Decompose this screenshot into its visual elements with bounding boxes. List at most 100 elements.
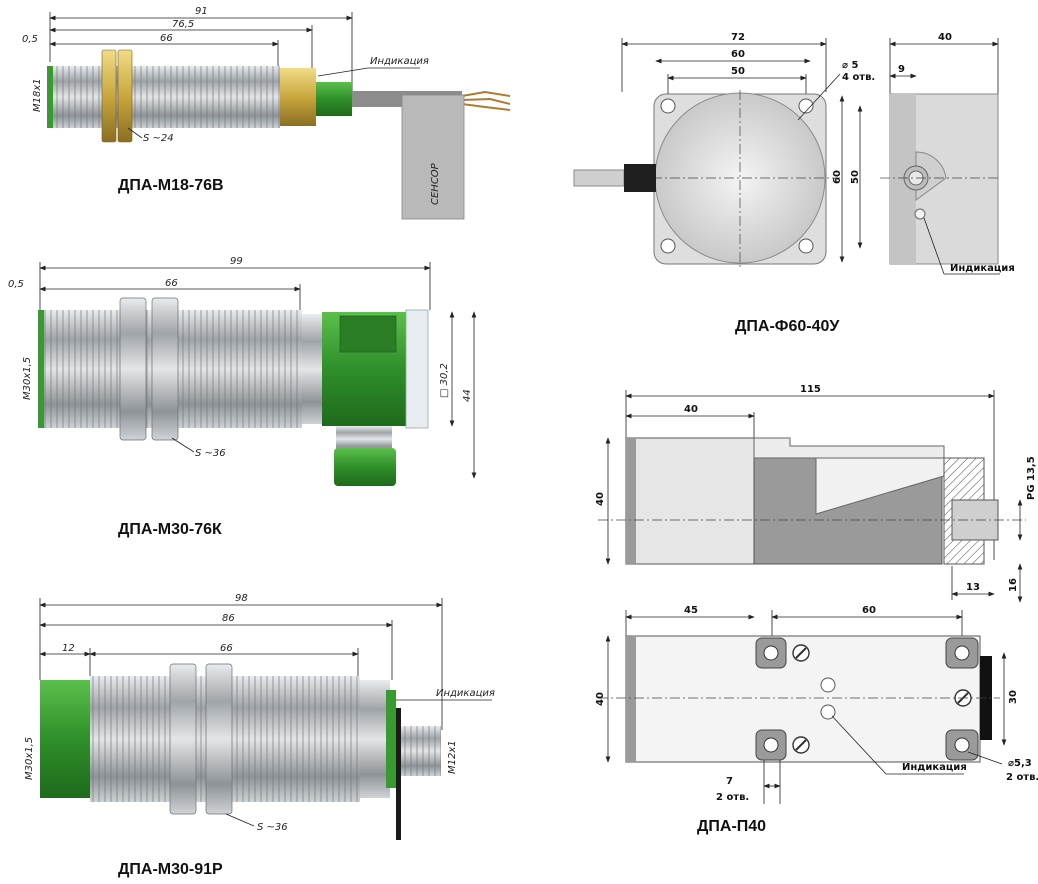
sensor-p40-group: 115 40 40 PG 13,5 13 16 45 60 [595,384,1038,835]
f60-cable [573,169,625,187]
m18-indicator-cap [316,82,352,116]
m30k-cable-gland-nut [336,426,392,452]
p40-2otv-label: 2 отв. [716,792,749,803]
p40-screw-slot [795,647,807,659]
m18-collar [280,68,316,126]
f60-cable-gland [624,164,656,192]
p40-face [626,438,636,564]
m18-wires [461,90,511,111]
m18-threads [50,66,280,128]
sensor-m30p-group: 98 86 66 12 M30x1,5 M12x1 S ~36 [24,593,495,878]
m30p-sensing-cap [40,680,92,798]
f60-mount-hole-2 [798,98,814,114]
sensor-f60-group: 72 60 50 ⌀ 5 4 отв. 60 50 40 9 [573,32,1015,335]
f60-mount-hole-1 [660,98,676,114]
p40-16-label: 16 [1008,578,1019,592]
leader-line [797,73,841,121]
dim-115-text: 115 [800,384,821,395]
p40-53-label: ⌀5,3 [1008,758,1032,769]
m30k-collar [302,314,322,424]
leader-line [831,715,887,775]
leader-line [317,67,369,77]
m30p-indicator-ring [386,690,396,788]
m18-indication-label: Индикация [370,56,429,67]
f60-60v-label: 60 [832,170,843,184]
leader-line [967,751,1003,765]
m30k-nut-2 [151,297,179,441]
m30k-transparent-cover [405,309,429,429]
p40-7-label: 7 [726,776,733,787]
p40-2otv2-label: 2 отв. [1006,772,1038,783]
dim-13-text: 13 [966,582,980,593]
p40-hole-4 [954,737,970,753]
p40-led-2 [820,704,836,720]
dim-66-text: 66 [220,643,233,654]
m30k-housing-top [339,315,397,353]
m30p-bracket [396,708,401,840]
dim-40-text: 40 [938,32,952,43]
f60-hole-label: ⌀ 5 [842,60,859,71]
dim-60-text: 60 [862,605,876,616]
m30k-nut-1 [119,297,147,441]
m30p-thread-label: M30x1,5 [24,737,35,780]
p40-hole-2 [763,737,779,753]
m30p-nut-1 [169,663,197,815]
p40-30-label: 30 [1008,690,1019,704]
p40-screw-slot [795,739,807,751]
m30p-wrench-label: S ~36 [257,822,288,833]
m30k-302-label: □ 30,2 [439,363,450,398]
f60-holes-label: 4 отв. [842,72,875,83]
dim-9-text: 9 [898,64,905,75]
sensor-m18-group: 91 76,5 66 0,5 СЕНСОР M18x1 S ~24 Индика… [22,6,511,220]
p40-plan-face [626,636,636,762]
m18-nut-1 [101,49,117,143]
p40-40v-label: 40 [595,492,606,506]
leader-line [171,437,195,453]
m18-thread-label: M18x1 [32,78,43,112]
dim-86-text: 86 [222,613,235,624]
p40-pg-label: PG 13,5 [1026,456,1037,500]
dim-50-text: 50 [731,66,745,77]
f60-mount-hole-3 [660,238,676,254]
f60-mount-hole-4 [798,238,814,254]
p40-caption: ДПА-П40 [697,818,766,835]
dim-98-text: 98 [235,593,248,604]
m18-sensing-face [47,66,53,128]
dim-91-text: 91 [195,6,208,17]
leader-line [127,127,143,139]
dim-12-text: 12 [62,643,75,654]
p40-40v2-label: 40 [595,692,606,706]
dim-99-text: 99 [230,256,243,267]
f60-indication-label: Индикация [950,263,1015,274]
f60-50v-label: 50 [850,170,861,184]
m30k-wrench-label: S ~36 [195,448,226,459]
p40-led-1 [820,677,836,693]
m30k-sensing-face [38,310,44,428]
m30p-m12-threads [401,726,441,776]
sensor-m30k-group: 99 66 0,5 M30x1,5 S ~36 □ 30,2 44 ДПА-М3… [8,256,477,538]
dim-66-text: 66 [165,278,178,289]
m18-tag-text: СЕНСОР [430,162,441,205]
dim-05-text: 0,5 [8,279,24,290]
p40-head [625,437,755,565]
m30k-thread-label: M30x1,5 [22,357,33,400]
p40-lid [753,437,945,459]
dim-45-text: 45 [684,605,698,616]
leader-line [225,813,255,827]
p40-indication-label: Индикация [902,762,967,773]
m30k-cable-gland [334,448,396,486]
f60-caption: ДПА-Ф60-40У [735,318,840,335]
dim-40-text: 40 [684,404,698,415]
m18-wrench-label: S ~24 [143,133,174,144]
m30k-44-label: 44 [462,389,473,402]
m18-caption: ДПА-М18-76В [118,177,224,194]
m30p-collar [360,680,390,798]
m18-nut-2 [117,49,133,143]
p40-hole-3 [954,645,970,661]
f60-indicator-led [914,208,926,220]
dim-765-text: 76,5 [172,19,194,30]
leader-line [923,217,945,275]
m30p-indication-label: Индикация [436,688,495,699]
m30p-thread2-label: M12x1 [447,740,458,774]
